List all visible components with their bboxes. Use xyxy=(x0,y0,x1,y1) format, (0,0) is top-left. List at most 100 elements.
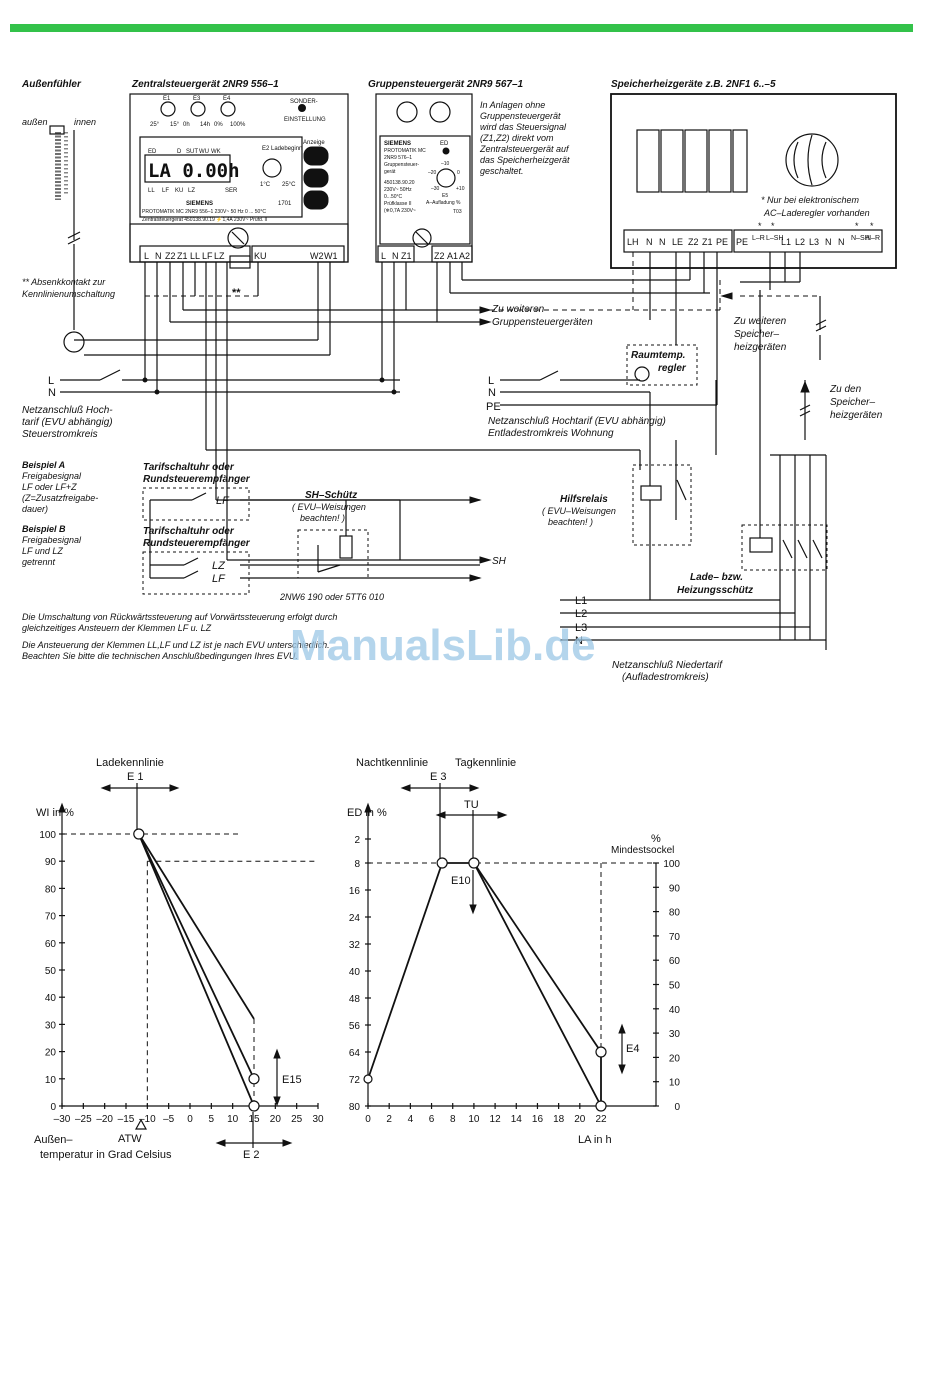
right-tick-label: 70 xyxy=(669,932,681,943)
right-tick-label: 50 xyxy=(669,981,681,992)
y-tick-label: 24 xyxy=(349,913,361,924)
netz-r-n: N xyxy=(488,387,496,399)
tarif-title: Rundsteuerempfänger xyxy=(143,538,251,549)
chart-right-night: Nachtkennlinie xyxy=(356,757,428,769)
terminal-w2: W2 xyxy=(310,251,324,261)
terminal-z1: Z1 xyxy=(177,251,188,261)
s-terminal: L–R xyxy=(752,235,765,242)
dial-tick: 100% xyxy=(230,122,246,128)
chart-right-xlabel: LA in h xyxy=(578,1134,612,1146)
s-terminal: Z1 xyxy=(702,237,713,247)
zu-weiteren-speicher: Zu weiteren xyxy=(733,316,787,327)
brand-label: SIEMENS xyxy=(186,201,213,207)
s-terminal: N xyxy=(825,237,832,247)
netz-nieder: (Aufladestromkreis) xyxy=(622,672,709,683)
ladebeginn-label: E2 Ladebeginn xyxy=(262,146,302,152)
gruppen-line: gerät xyxy=(384,169,396,175)
g-terminal-z2: Z2 xyxy=(434,251,445,261)
note-line: In Anlagen ohne xyxy=(480,100,545,110)
x-tick-label: –20 xyxy=(96,1114,113,1125)
lz-label: LZ xyxy=(212,560,226,572)
netz-hoch-label: Steuerstromkreis xyxy=(22,429,98,440)
x-tick-label: 22 xyxy=(595,1114,607,1125)
zu-den-speicher: Zu den xyxy=(829,384,862,395)
series-line xyxy=(473,862,602,1053)
beispiel-b-text: LF und LZ xyxy=(22,546,63,556)
note-line: wird das Steuersignal xyxy=(480,122,567,132)
y-tick-label: 20 xyxy=(45,1048,57,1059)
x-tick-label: –10 xyxy=(139,1114,156,1125)
chart-left-xlabel: temperatur in Grad Celsius xyxy=(40,1149,172,1161)
s-terminal: L–SH xyxy=(766,235,784,242)
chart-ladekennlinie: Ladekennlinie E 1 WI in % ATW Außen– tem… xyxy=(34,757,324,1161)
y-tick-label: 10 xyxy=(45,1075,57,1086)
right-tick-label: 40 xyxy=(669,1005,681,1016)
right-tick-label: 10 xyxy=(669,1078,681,1089)
display-bottom: LZ xyxy=(188,188,195,194)
dial-tick: 15° xyxy=(170,122,180,128)
hilfsrelais-title: Hilfsrelais xyxy=(560,494,608,505)
zu-weiteren-gruppen: Gruppensteuergeräten xyxy=(492,317,593,328)
x-tick-label: –25 xyxy=(75,1114,92,1125)
zu-weiteren-speicher: Speicher– xyxy=(734,329,779,340)
beispiel-a-title: Beispiel A xyxy=(22,460,65,470)
beispiel-a-text: (Z=Zusatzfreigabe- xyxy=(22,493,98,503)
series-line xyxy=(138,833,255,1020)
phase-l1: L1 xyxy=(575,595,587,607)
svg-text:*: * xyxy=(870,221,874,231)
x-tick-label: 10 xyxy=(227,1114,239,1125)
point-e3 xyxy=(436,857,448,869)
x-tick-label: 5 xyxy=(209,1114,215,1125)
display-bottom: SER xyxy=(225,188,238,194)
title-zentral: Zentralsteuergerät 2NR9 556–1 xyxy=(131,79,279,90)
chart-left-xlabel: Außen– xyxy=(34,1134,73,1146)
x-tick-label: –15 xyxy=(118,1114,135,1125)
gruppen-code: T03 xyxy=(453,209,462,215)
display-top: WU xyxy=(199,149,209,155)
note-line: Gruppensteuergerät xyxy=(480,111,561,121)
zu-den-speicher: Speicher– xyxy=(830,397,875,408)
s-terminal: N xyxy=(646,237,653,247)
svg-text:*: * xyxy=(771,221,775,231)
dial-tick: 14h xyxy=(200,122,210,128)
series-line xyxy=(367,862,443,1080)
tarif-title: Tarifschaltuhr oder xyxy=(143,462,235,473)
x-tick-label: 25 xyxy=(291,1114,303,1125)
display-bottom: LF xyxy=(162,188,169,194)
display-top: SUT xyxy=(186,149,198,155)
netz-l-label: L xyxy=(48,375,54,387)
lf-label: LF xyxy=(216,495,230,507)
dial-tick: 0h xyxy=(183,122,190,128)
y-tick-label: 90 xyxy=(45,857,57,868)
x-tick-label: 20 xyxy=(270,1114,282,1125)
zu-weiteren-speicher: heizgeräten xyxy=(734,342,787,353)
speicher-terminals: LH N N LE Z2 Z1 PE PE L–R L–SH L1 L2 L3 … xyxy=(627,221,880,247)
x-tick-label: 6 xyxy=(429,1114,435,1125)
beispiel-b-title: Beispiel B xyxy=(22,524,66,534)
speicher-note2: AC–Laderegler vorhanden xyxy=(763,208,870,218)
chart-left-e2: E 2 xyxy=(243,1149,260,1161)
lf2-label: LF xyxy=(212,573,226,585)
point-e10 xyxy=(468,857,480,869)
phase-l2: L2 xyxy=(575,608,587,620)
s-terminal: N–SH xyxy=(851,235,870,242)
netz-nieder: Netzanschluß Niedertarif xyxy=(612,660,723,671)
g-terminal-a1: A1 xyxy=(447,251,458,261)
chart-right-tu: TU xyxy=(464,799,479,811)
gruppen-ed: ED xyxy=(440,141,449,147)
sh-note: ( EVU–Weisungen xyxy=(292,502,366,512)
svg-text:*: * xyxy=(855,221,859,231)
series-line xyxy=(137,833,255,1080)
right-tick-label: 80 xyxy=(669,908,681,919)
gruppen-line: 2NR9 576–1 xyxy=(384,155,412,161)
chart-left-title: Ladekennlinie xyxy=(96,757,164,769)
absenk-mark: ** xyxy=(232,287,241,299)
note-line: das Speicherheizgerät xyxy=(480,155,570,165)
display-top: WK xyxy=(211,149,221,155)
netz-hoch-label: tarif (EVU abhängig) xyxy=(22,417,113,428)
s-terminal: N xyxy=(659,237,666,247)
terminal-lz: LZ xyxy=(214,251,225,261)
dial-e1-label: E1 xyxy=(163,96,171,102)
display-readout: LA 0.00h xyxy=(148,160,240,182)
